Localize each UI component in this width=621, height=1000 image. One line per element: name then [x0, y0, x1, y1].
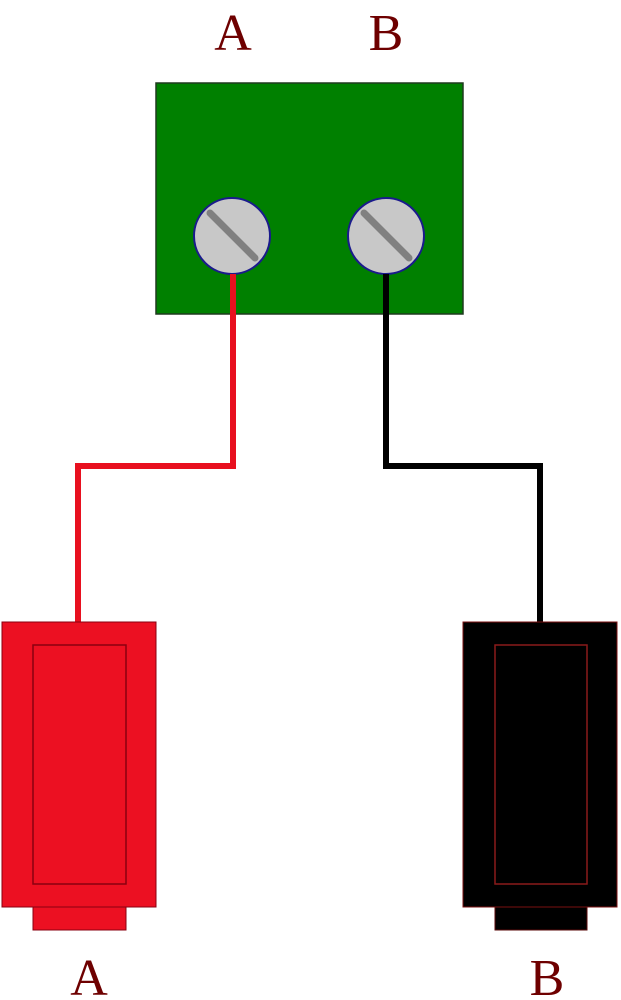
bottom-label-a: A [70, 950, 108, 1000]
terminal-block [155, 82, 464, 315]
plug-a [1, 621, 157, 931]
plug-b [462, 621, 618, 931]
wire-a [75, 274, 236, 622]
top-label-b: B [369, 5, 404, 62]
screw-slot [206, 209, 259, 262]
screw-a [193, 197, 271, 275]
wire-b [383, 274, 543, 622]
top-label-a: A [214, 5, 252, 62]
screw-b [347, 197, 425, 275]
screw-slot [360, 209, 413, 262]
bottom-label-b: B [530, 950, 565, 1000]
